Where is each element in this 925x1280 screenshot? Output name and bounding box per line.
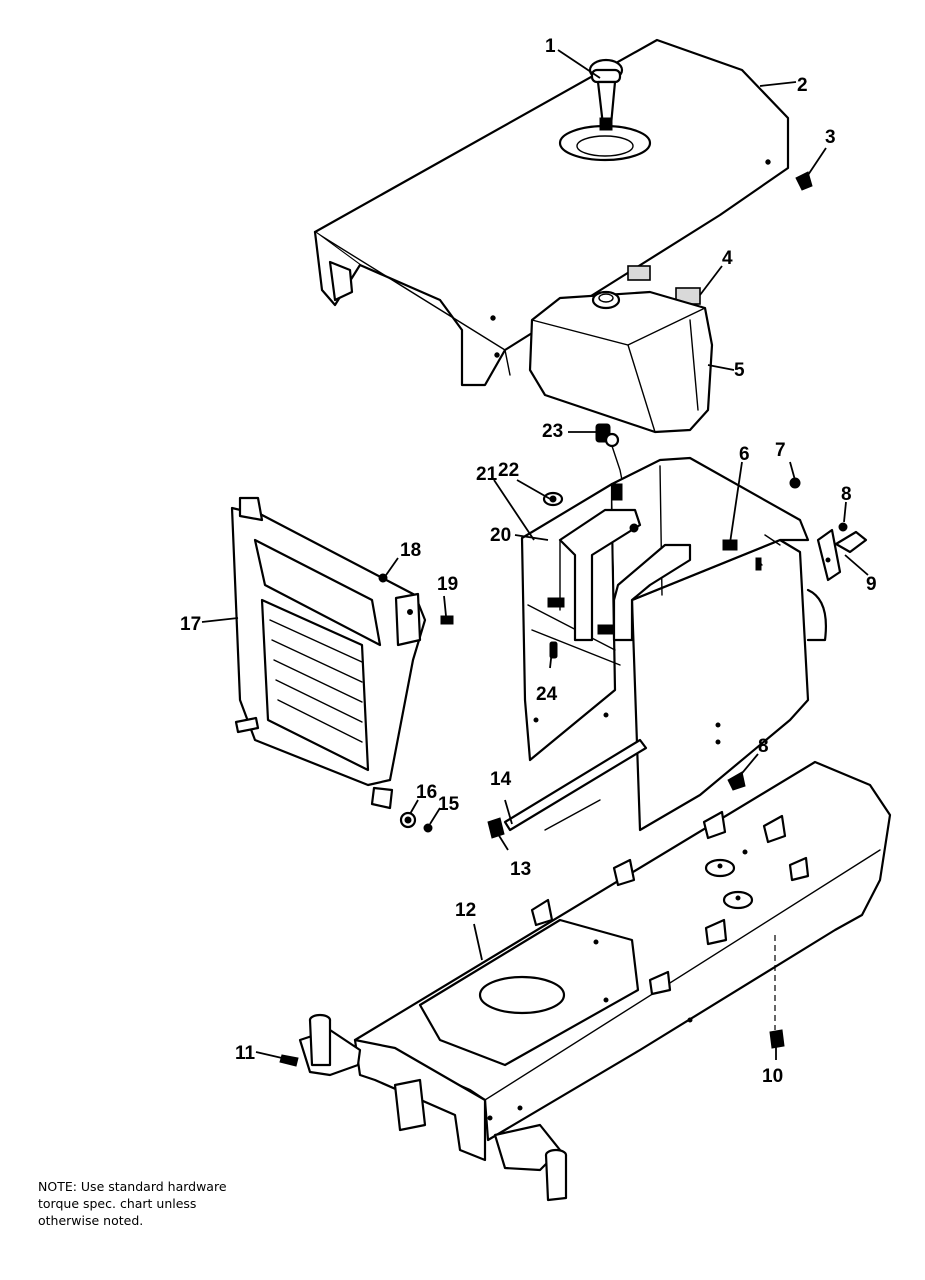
dash-support-assembly bbox=[520, 456, 868, 832]
fuel-tank bbox=[528, 290, 714, 434]
callout-17: 17 bbox=[180, 614, 201, 635]
callout-23: 23 bbox=[542, 421, 563, 442]
callout-12: 12 bbox=[455, 900, 476, 921]
callout-20: 20 bbox=[490, 525, 511, 546]
leader-lines bbox=[201, 49, 869, 1060]
callout-22: 22 bbox=[498, 460, 519, 481]
frame-bolts bbox=[279, 935, 785, 1067]
callout-labels: 1 2 3 4 5 23 6 7 8 9 21 22 20 24 17 18 1… bbox=[180, 36, 877, 1087]
callout-16: 16 bbox=[416, 782, 437, 803]
callout-18: 18 bbox=[400, 540, 421, 561]
screw-3 bbox=[795, 147, 827, 191]
callout-2: 2 bbox=[797, 75, 808, 96]
callout-7: 7 bbox=[775, 440, 786, 461]
callout-8: 8 bbox=[841, 484, 852, 505]
callout-6: 6 bbox=[739, 444, 750, 465]
callout-10: 10 bbox=[762, 1066, 783, 1087]
grille bbox=[230, 496, 427, 810]
callout-3: 3 bbox=[825, 127, 836, 148]
fuel-gauge-cap bbox=[588, 58, 624, 131]
fuel-fitting bbox=[595, 423, 623, 481]
callout-15: 15 bbox=[438, 794, 460, 815]
callout-5: 5 bbox=[734, 360, 745, 381]
callout-4: 4 bbox=[722, 248, 733, 269]
hood bbox=[313, 38, 790, 387]
frame bbox=[298, 760, 892, 1202]
torque-note: NOTE: Use standard hardware torque spec.… bbox=[38, 1178, 298, 1229]
callout-13: 13 bbox=[510, 859, 531, 880]
note-line-1: NOTE: Use standard hardware bbox=[38, 1179, 227, 1194]
choke-rod bbox=[487, 738, 648, 839]
callout-14: 14 bbox=[490, 769, 512, 790]
callout-19: 19 bbox=[437, 574, 458, 595]
note-line-3: otherwise noted. bbox=[38, 1213, 144, 1228]
note-line-2: torque spec. chart unless bbox=[38, 1196, 197, 1211]
callout-21: 21 bbox=[476, 464, 498, 485]
callout-11: 11 bbox=[235, 1043, 256, 1064]
grille-hardware bbox=[378, 573, 454, 833]
callout-9: 9 bbox=[866, 574, 877, 595]
callout-1: 1 bbox=[545, 36, 556, 57]
callout-24: 24 bbox=[536, 684, 558, 705]
callout-8-lower: 8 bbox=[758, 736, 769, 757]
